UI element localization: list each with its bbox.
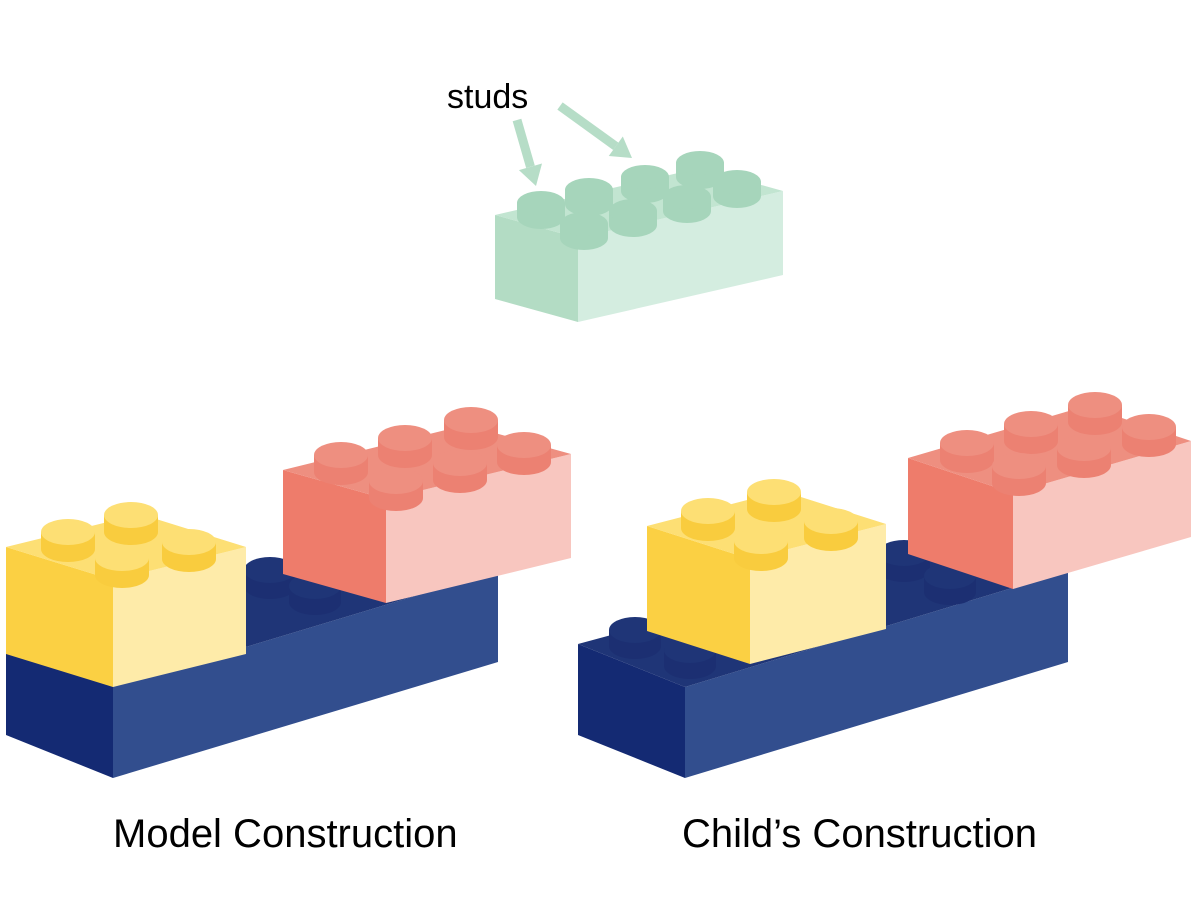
model-yellow-brick-stud-1 <box>41 519 95 562</box>
model-construction-caption: Model Construction <box>113 812 458 856</box>
child-red-brick-stud-4 <box>992 453 1046 496</box>
model-red-brick-stud-3 <box>444 407 498 450</box>
child-construction-caption: Child’s Construction <box>682 812 1037 856</box>
child-red-brick-stud-1 <box>940 430 994 473</box>
model-yellow-brick-stud-3 <box>95 545 149 588</box>
green-brick-stud-4 <box>676 151 724 189</box>
green-brick-stud-2 <box>565 178 613 216</box>
model-yellow-brick <box>6 502 246 687</box>
child-red-brick-stud-6 <box>1122 414 1176 457</box>
model-red-brick <box>283 407 571 603</box>
arrow-left-icon <box>512 118 542 186</box>
child-yellow-brick-stud-4 <box>804 508 858 551</box>
child-red-brick-stud-5 <box>1057 435 1111 478</box>
green-brick <box>495 151 783 322</box>
green-brick-stud-1 <box>517 191 565 229</box>
green-brick-stud-5 <box>560 212 608 250</box>
child-yellow-brick <box>647 479 886 664</box>
model-red-brick-stud-1 <box>314 442 368 485</box>
model-red-brick-stud-4 <box>369 468 423 511</box>
child-yellow-brick-stud-1 <box>681 498 735 541</box>
model-red-brick-stud-5 <box>433 450 487 493</box>
studs-arrows <box>512 102 632 186</box>
child-red-brick-stud-3 <box>1068 392 1122 435</box>
green-brick-stud-6 <box>609 199 657 237</box>
child-yellow-brick-stud-2 <box>747 479 801 522</box>
child-red-brick-stud-2 <box>1004 411 1058 454</box>
model-yellow-brick-stud-2 <box>104 502 158 545</box>
child-red-brick <box>908 392 1191 589</box>
green-brick-stud-3 <box>621 165 669 203</box>
studs-label: studs <box>447 78 529 116</box>
model-yellow-brick-stud-4 <box>162 529 216 572</box>
model-red-brick-stud-6 <box>497 432 551 475</box>
green-brick-stud-8 <box>713 170 761 208</box>
arrow-right-icon <box>557 102 632 158</box>
child-yellow-brick-stud-3 <box>734 528 788 571</box>
green-brick-stud-7 <box>663 185 711 223</box>
model-red-brick-stud-2 <box>378 425 432 468</box>
